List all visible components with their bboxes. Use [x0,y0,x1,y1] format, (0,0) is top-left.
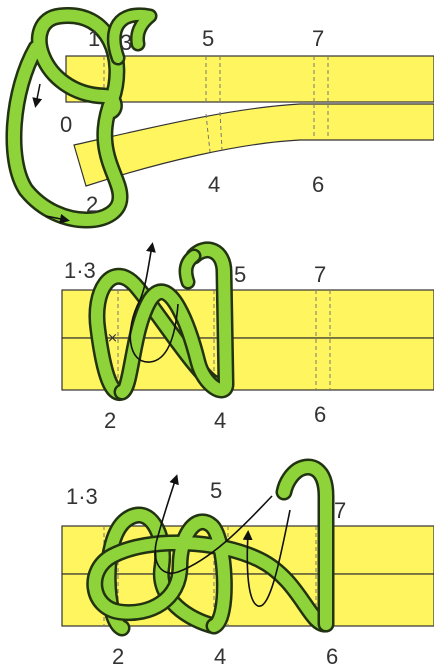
step-2-label-6: 6 [314,402,326,427]
step-2-label-7: 7 [314,262,326,287]
step-1-label-5: 5 [202,26,214,51]
step-3-label-4: 4 [214,644,226,669]
step-3-cord [86,458,335,637]
step-3-thread-arrow-right [242,509,291,607]
step-1-arrow-right [45,213,70,224]
step-1-lower-strip [73,103,434,187]
step-1-label-6: 6 [312,172,324,197]
step-2-group: × 1·3 5 7 2 4 6 [61,241,434,433]
step-3-label-6: 6 [326,644,338,669]
step-2-pass-arrow [129,242,179,363]
step-2-label-5: 5 [234,262,246,287]
step-3-group: 1·3 5 7 2 4 6 [61,458,434,669]
step-3-label-2: 2 [112,644,124,669]
step-3-thread-arrow-left [154,474,273,574]
step-2-label-1-3: 1·3 [64,258,96,283]
step-1-label-2: 2 [86,192,98,217]
step-2-cord [88,241,235,401]
step-1-arrow-down [32,83,43,108]
step-1-label-3: 3 [120,30,132,55]
step-1-label-4: 4 [208,172,220,197]
step-1-group: 1 3 5 7 0 2 4 6 [5,7,434,229]
step-2-cross-marker: × [107,331,118,346]
step-1-label-1: 1 [88,26,100,51]
step-2-label-2: 2 [104,408,116,433]
step-1-label-7: 7 [312,26,324,51]
step-2-upper-strip [61,289,434,339]
step-1-upper-strip [65,55,434,103]
step-2-label-4: 4 [214,408,226,433]
step-1-cord [5,7,158,229]
step-1-label-0: 0 [60,112,72,137]
step-3-label-5: 5 [210,478,222,503]
step-3-label-7: 7 [334,498,346,523]
step-3-label-1-3: 1·3 [66,484,98,509]
